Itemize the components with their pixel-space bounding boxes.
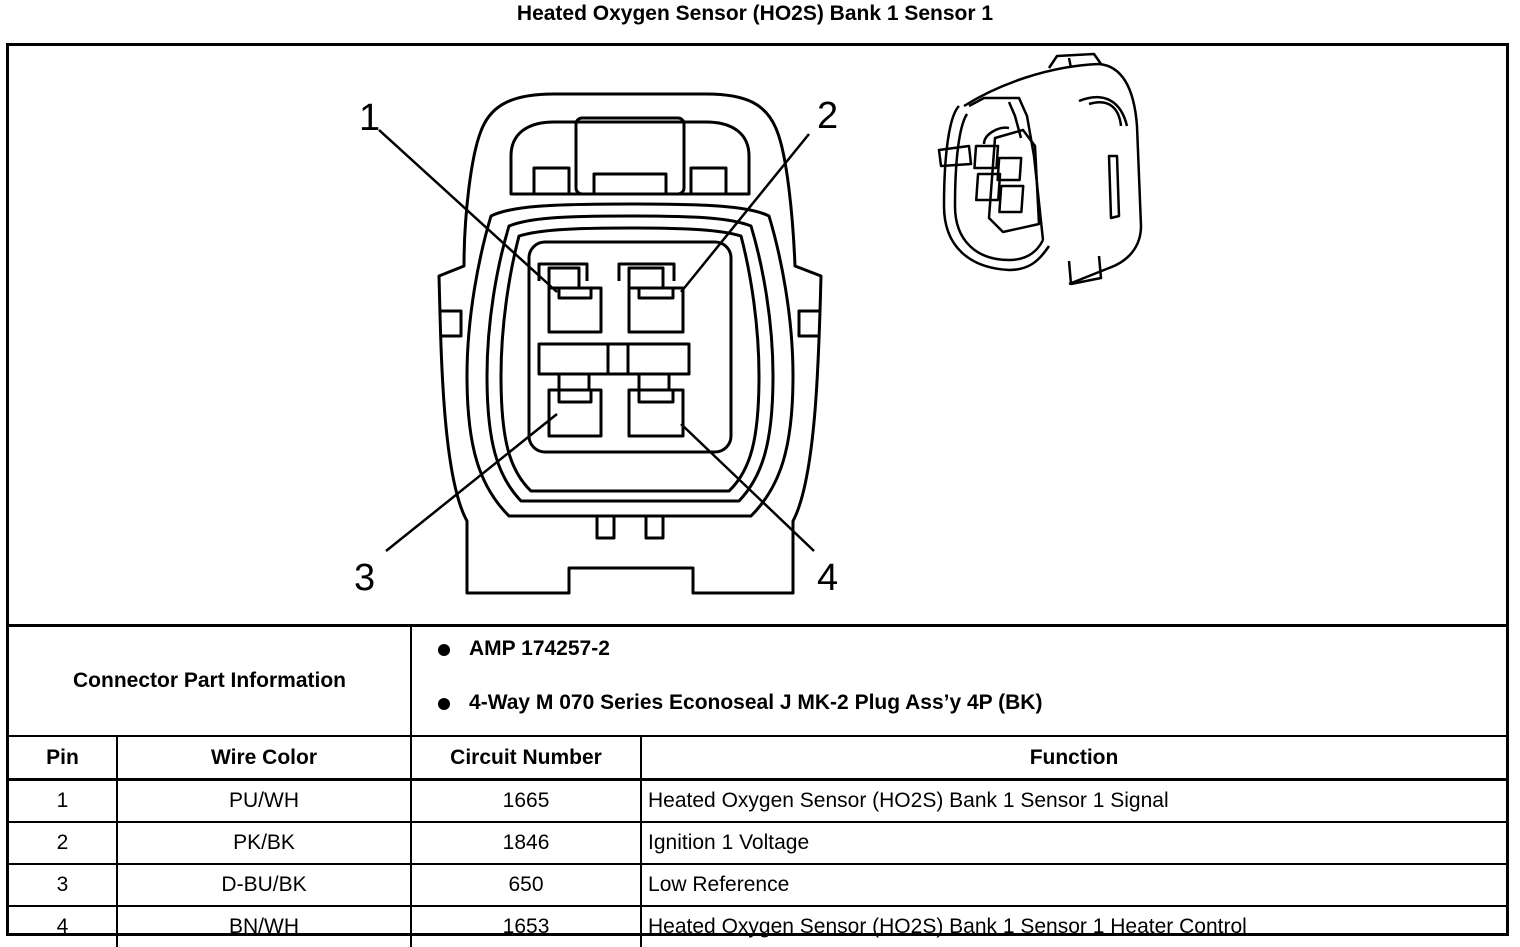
pin-2-terminal [617,262,685,334]
function-cell: Ignition 1 Voltage [640,821,1507,865]
table-row: 2 PK/BK 1846 Ignition 1 Voltage [9,821,1507,865]
circuit-number-cell: 1653 [410,905,643,947]
function-cell: Low Reference [640,863,1507,907]
header-wire-color: Wire Color [115,735,413,781]
terminal-cavity [527,240,733,454]
header-circuit-number: Circuit Number [410,735,643,781]
terminal-divider [537,342,691,376]
leader-line-3 [385,413,558,552]
connector-frame: 1 2 3 4 [6,43,1509,947]
table-row: 4 BN/WH 1653 Heated Oxygen Sensor (HO2S)… [9,905,1507,947]
pin-cell: 3 [9,863,118,907]
connector-isometric-illustration [937,52,1143,286]
pin-callout-1: 1 [359,97,380,139]
pin-callout-3: 3 [354,557,375,599]
leader-line-4 [680,423,815,552]
pin-4-terminal [627,372,685,438]
pin-3-terminal [547,372,603,438]
header-pin: Pin [9,735,118,781]
circuit-number-cell: 650 [410,863,643,907]
wire-color-cell: D-BU/BK [115,863,413,907]
leader-line-2 [680,133,810,293]
connector-housing-outline [437,92,823,595]
pin-callout-2: 2 [817,95,838,137]
pin-cell: 4 [9,905,118,947]
wire-color-cell: PU/WH [115,778,413,823]
wire-color-cell: PK/BK [115,821,413,865]
circuit-number-cell: 1846 [410,821,643,865]
table-row: 1 PU/WH 1665 Heated Oxygen Sensor (HO2S)… [9,778,1507,823]
connector-part-info-label: Connector Part Information [9,624,413,737]
connector-part-info-items: AMP 174257-2 4-Way M 070 Series Econosea… [410,624,1507,737]
pin-cell: 2 [9,821,118,865]
connector-latch [509,120,751,196]
connector-part-info-row: Connector Part Information AMP 174257-2 … [9,624,1507,737]
table-header-row: Pin Wire Color Circuit Number Function [9,735,1507,781]
leader-line-1 [378,129,558,293]
header-function: Function [640,735,1507,781]
function-cell: Heated Oxygen Sensor (HO2S) Bank 1 Senso… [640,778,1507,823]
part-info-item: AMP 174257-2 [434,627,1506,681]
connector-face-diagram: 1 2 3 4 [354,52,1143,599]
page-title: Heated Oxygen Sensor (HO2S) Bank 1 Senso… [516,2,994,25]
connector-info-table: Connector Part Information AMP 174257-2 … [9,624,1507,947]
pin-1-terminal [537,262,603,334]
circuit-number-cell: 1665 [410,778,643,823]
pin-callout-4: 4 [817,557,838,599]
part-info-item: 4-Way M 070 Series Econoseal J MK-2 Plug… [434,681,1506,735]
wire-color-cell: BN/WH [115,905,413,947]
function-cell: Heated Oxygen Sensor (HO2S) Bank 1 Senso… [640,905,1507,947]
seal-ring-outer [465,202,795,518]
pin-cell: 1 [9,778,118,823]
table-row: 3 D-BU/BK 650 Low Reference [9,863,1507,907]
